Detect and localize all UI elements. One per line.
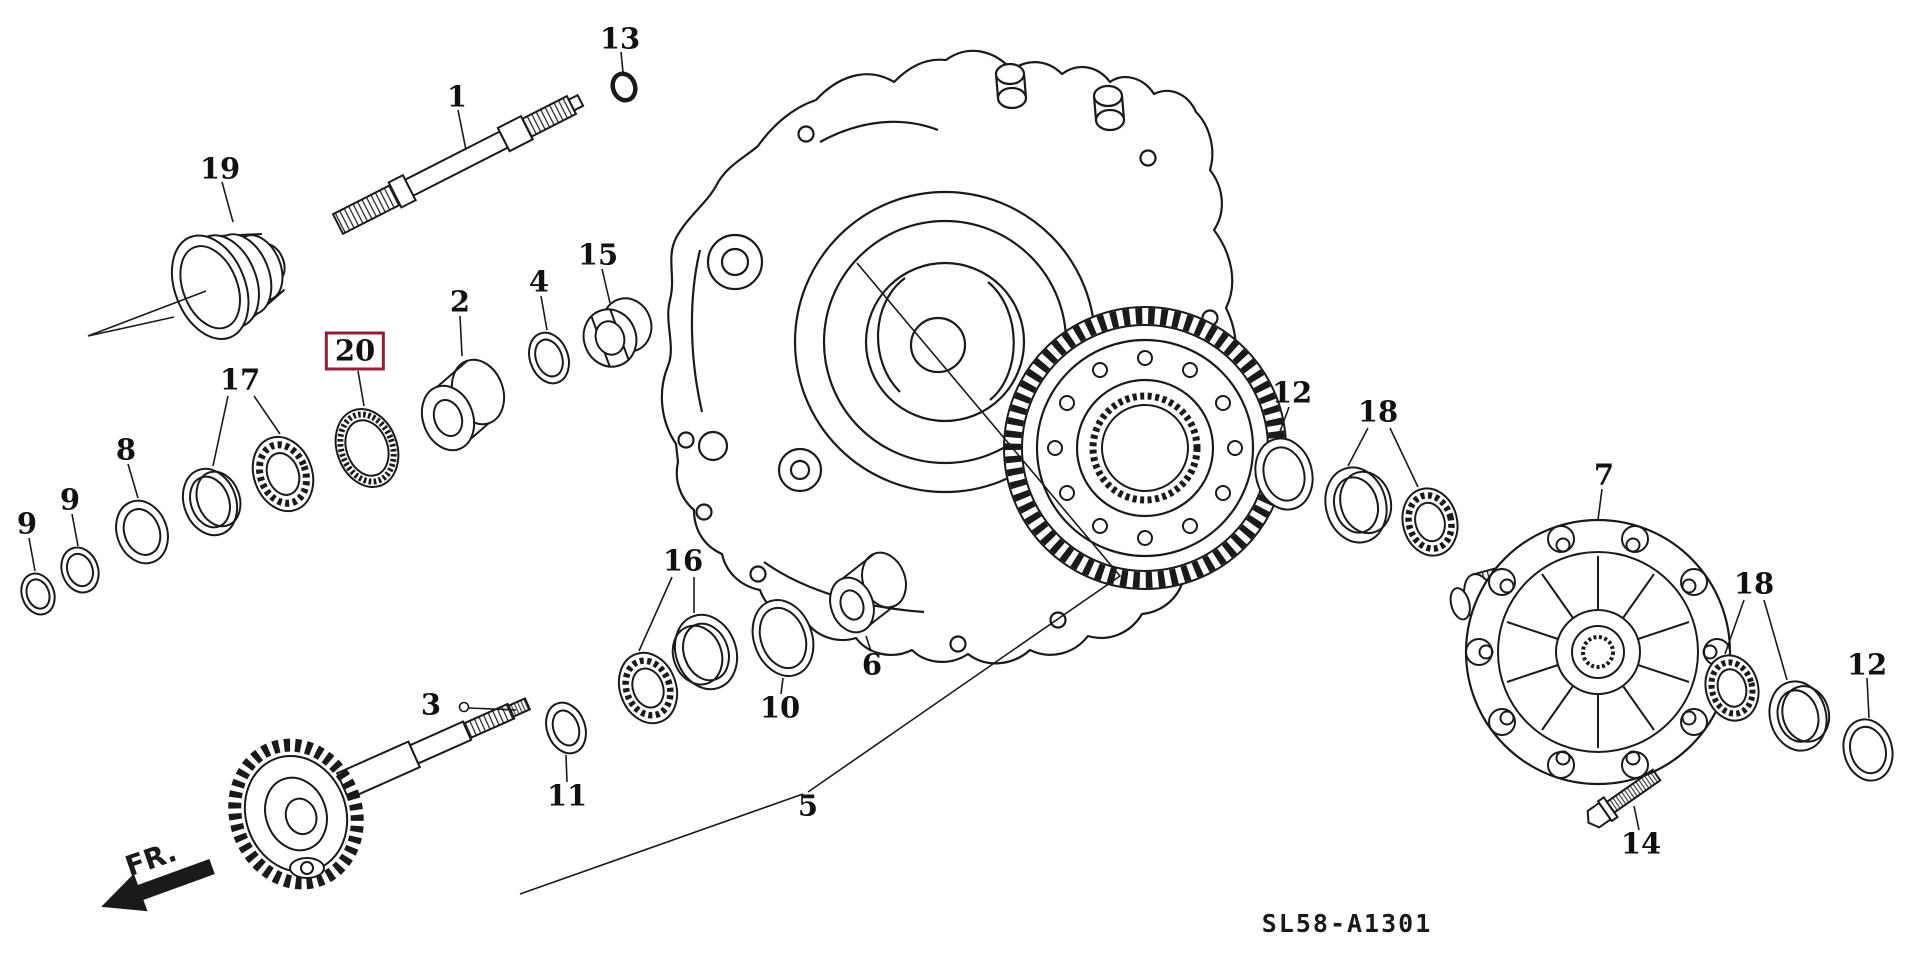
part-collar-2 (420, 358, 506, 452)
part-taper-bearing-16 (617, 651, 679, 725)
callout-10[interactable]: 10 (759, 690, 801, 725)
fr-direction-arrow (101, 858, 215, 912)
part-input-shaft (331, 93, 585, 236)
callout-18[interactable]: 18 (1733, 566, 1775, 601)
callout-7[interactable]: 7 (1593, 457, 1615, 492)
part-taper-bearing-17 (251, 435, 315, 513)
part-ring-9-inner (60, 546, 100, 594)
part-taper-bearing-18-right (1704, 654, 1760, 722)
part-differential-carrier (1449, 518, 1732, 786)
part-oil-seal-20 (334, 408, 400, 488)
part-washer-4 (528, 331, 570, 385)
callout-2[interactable]: 2 (449, 284, 471, 319)
part-washer-12-left (1254, 437, 1314, 511)
part-bearing-race-16 (671, 613, 739, 691)
part-bearing-race-18-right (1768, 680, 1831, 752)
callout-14[interactable]: 14 (1620, 826, 1662, 861)
part-thrust-washer-11 (545, 701, 587, 755)
part-snap-ring (610, 71, 638, 103)
part-bearing-race-18-left (1324, 466, 1393, 544)
callout-17[interactable]: 17 (219, 362, 261, 397)
callout-13[interactable]: 13 (599, 21, 641, 56)
callout-18[interactable]: 18 (1357, 394, 1399, 429)
callout-19[interactable]: 19 (199, 151, 241, 186)
callout-8[interactable]: 8 (115, 432, 137, 467)
callout-12[interactable]: 12 (1846, 647, 1888, 682)
part-bearing-race-17 (181, 467, 242, 537)
callout-12[interactable]: 12 (1271, 375, 1313, 410)
callout-15[interactable]: 15 (577, 237, 619, 272)
part-ring-9-outer (20, 572, 56, 616)
part-ring-gear (1003, 306, 1287, 590)
part-taper-bearing-18-left (1401, 487, 1459, 557)
part-bolt (1586, 768, 1662, 829)
callout-1[interactable]: 1 (446, 79, 468, 114)
leader-lines (28, 51, 1870, 895)
callout-4[interactable]: 4 (528, 264, 550, 299)
part-oil-seal-10 (751, 599, 815, 677)
callout-11[interactable]: 11 (546, 778, 588, 813)
callout-6[interactable]: 6 (861, 647, 883, 682)
part-lock-nut-15 (582, 297, 653, 368)
callout-16[interactable]: 16 (662, 543, 704, 578)
diagram-code: SL58-A1301 (1262, 909, 1433, 938)
callout-5[interactable]: 5 (797, 788, 819, 823)
part-ring-8 (115, 499, 169, 565)
part-dust-cover (170, 232, 286, 340)
callout-3[interactable]: 3 (420, 687, 442, 722)
part-collar-6 (829, 551, 907, 634)
callout-9[interactable]: 9 (59, 482, 81, 517)
callout-9[interactable]: 9 (16, 506, 38, 541)
callout-20-highlighted[interactable]: 20 (324, 331, 386, 371)
part-washer-12-right (1842, 718, 1894, 782)
part-pinion-gear-shaft (228, 697, 532, 890)
